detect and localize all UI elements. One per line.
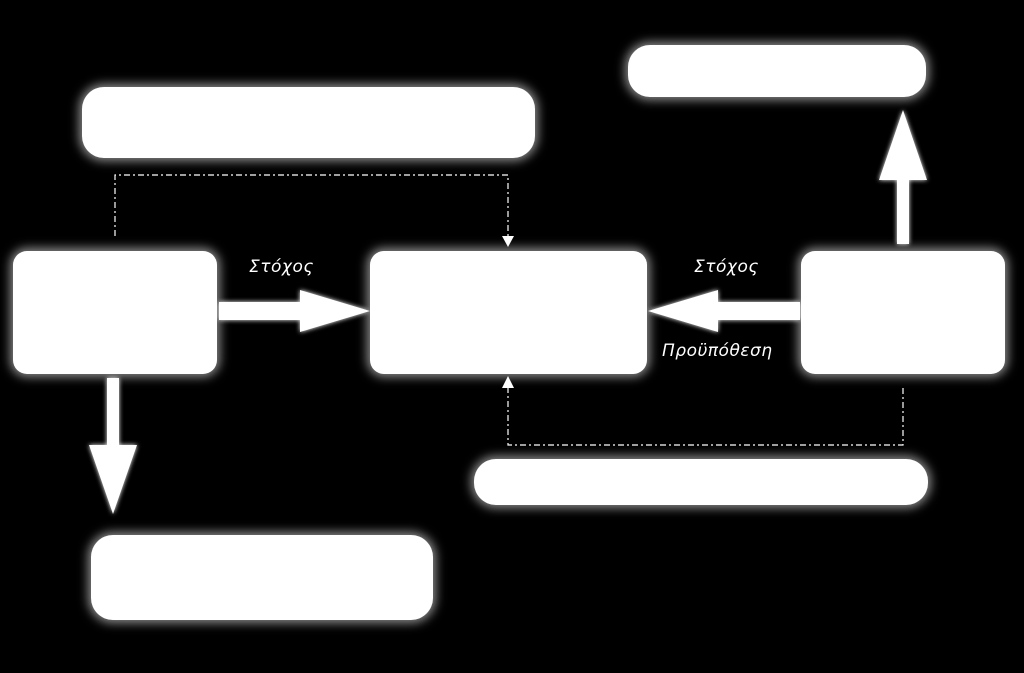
dashed-connector-bottom-arrowhead [502,376,514,388]
edge-label-goal-left: Στόχος [249,257,314,277]
arrow-right-to-center [648,290,800,332]
left-box [13,251,217,374]
bottom-left-pill [91,535,433,620]
dashed-connector-top-arrowhead [502,236,514,247]
bottom-right-pill [474,459,928,505]
arrow-left-down [89,378,137,514]
top-left-pill [82,87,535,158]
edge-label-goal-right: Στόχος [694,257,759,277]
dashed-connector-bottom [507,386,904,446]
center-box [370,251,647,374]
right-box [801,251,1005,374]
top-right-pill [628,45,926,97]
dashed-connector-top [114,174,509,238]
arrow-left-to-center [219,290,370,332]
edge-label-precondition: Προϋπόθεση [662,341,773,361]
arrow-right-up [879,110,927,244]
